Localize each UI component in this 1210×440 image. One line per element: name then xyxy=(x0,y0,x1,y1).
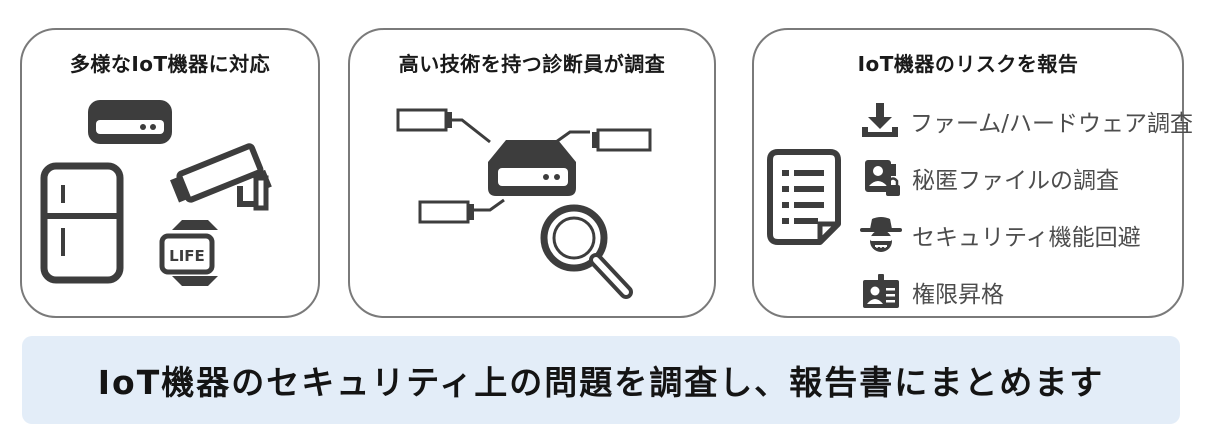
smartwatch-icon: LIFE xyxy=(159,220,218,286)
panel-analysts: 高い技術を持つ診断員が調査 xyxy=(348,28,716,318)
security-camera-icon xyxy=(170,143,272,211)
panel-iot-devices: 多様なIoT機器に対応 xyxy=(20,28,320,318)
watch-label: LIFE xyxy=(169,247,205,265)
probe-connector-icon xyxy=(418,200,474,224)
risk-item-privilege: 権限昇格 xyxy=(858,263,1178,320)
hacker-spy-icon xyxy=(858,212,904,258)
probe-connector-icon xyxy=(396,108,452,132)
summary-banner: IoT機器のセキュリティ上の問題を調査し、報告書にまとめます xyxy=(22,336,1180,424)
magnifier-icon xyxy=(540,204,633,299)
download-tray-icon xyxy=(858,98,902,144)
panel-risk-report: IoT機器のリスクを報告 ファーム/ハードウェア調査 xyxy=(752,28,1193,320)
probe-connector-icon xyxy=(592,128,652,152)
router-icon xyxy=(88,100,172,144)
refrigerator-icon xyxy=(40,162,124,284)
id-badge-icon xyxy=(858,269,904,315)
iot-devices-illustration: LIFE xyxy=(40,100,272,286)
risk-item-label: ファーム/ハードウェア調査 xyxy=(910,110,1194,137)
router-icon xyxy=(488,140,576,196)
summary-text: IoT機器のセキュリティ上の問題を調査し、報告書にまとめます xyxy=(97,363,1105,402)
investigation-illustration xyxy=(396,108,652,299)
risk-list: ファーム/ハードウェア調査 秘匿ファイルの調査 xyxy=(858,92,1193,320)
risk-item-hidden-files: 秘匿ファイルの調査 xyxy=(858,149,1178,206)
risk-item-label: セキュリティ機能回避 xyxy=(912,224,1141,251)
panel-title: 多様なIoT機器に対応 xyxy=(69,52,271,76)
locked-user-file-icon xyxy=(858,155,904,201)
risk-item-label: 秘匿ファイルの調査 xyxy=(912,167,1119,194)
panel-title: 高い技術を持つ診断員が調査 xyxy=(398,52,666,76)
risk-item-label: 権限昇格 xyxy=(912,281,1004,308)
report-document-icon xyxy=(767,149,841,245)
panel-title: IoT機器のリスクを報告 xyxy=(857,52,1079,76)
risk-item-bypass: セキュリティ機能回避 xyxy=(858,206,1178,263)
risk-item-firmware: ファーム/ハードウェア調査 xyxy=(858,92,1193,149)
